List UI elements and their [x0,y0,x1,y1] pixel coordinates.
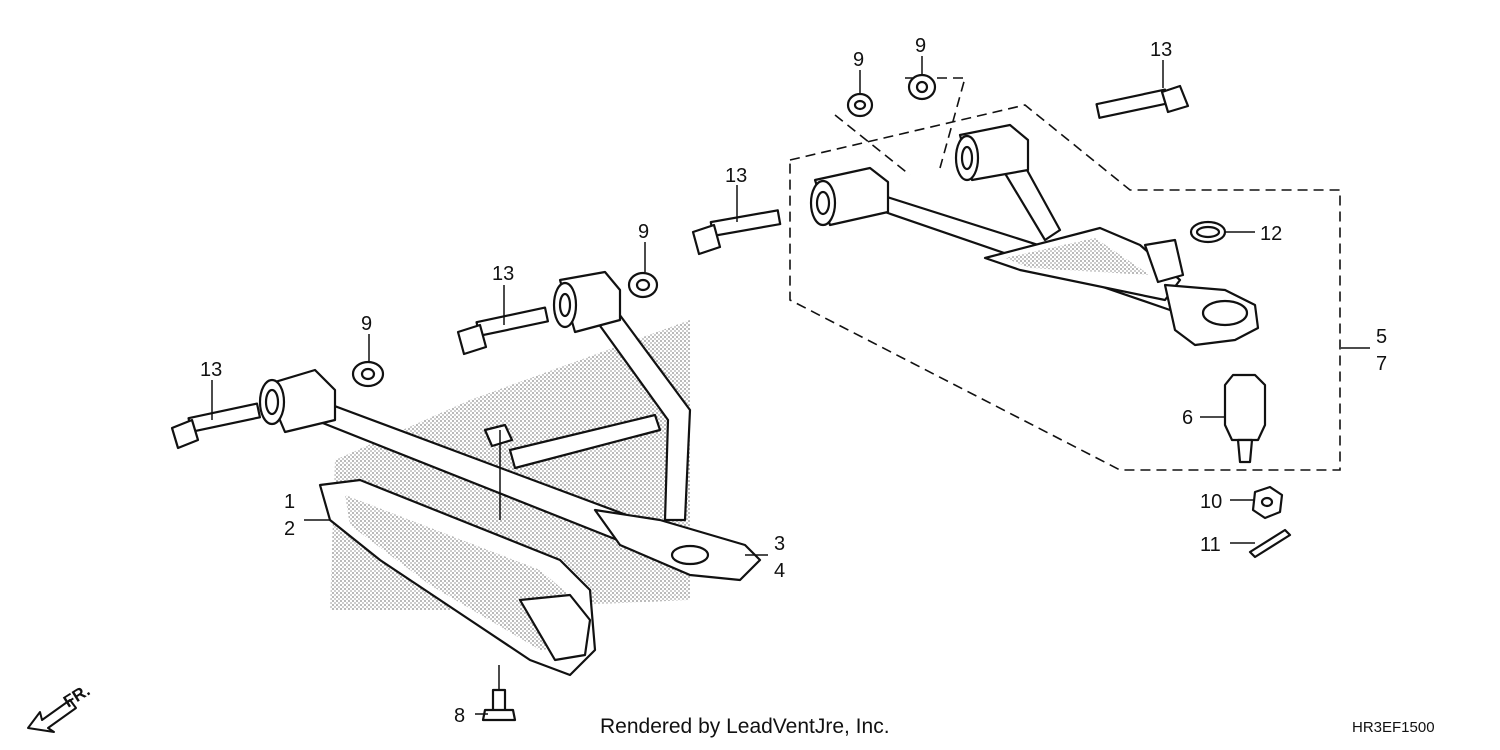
callout-9-right-rear: 9 [915,35,926,57]
callout-3: 3 [774,533,785,555]
callout-5: 5 [1376,326,1387,348]
bolt-13-right-rear [1095,84,1190,119]
callout-1: 1 [284,491,295,513]
callout-10: 10 [1200,491,1222,513]
nut-10 [1251,485,1284,520]
callout-13-right-front: 13 [725,165,747,187]
bolt-13-left-rear [456,306,550,356]
callout-7: 7 [1376,353,1387,375]
front-direction-indicator: FR. [27,681,93,733]
bolt-13-left-front [170,402,262,450]
callout-13-left-rear: 13 [492,263,514,285]
callout-2: 2 [284,518,295,540]
nut-9-left-front [351,360,385,388]
callout-13-left-front: 13 [200,359,222,381]
snap-ring-12 [1189,220,1227,244]
callouts: 13 9 13 9 13 9 9 13 1 2 3 4 12 5 7 6 10 … [200,35,1387,727]
right-arm-assembly [789,77,1341,471]
left-arm-assembly [258,270,762,677]
callout-13-right-rear: 13 [1150,39,1172,61]
ball-joint-6 [1223,373,1267,464]
callout-6: 6 [1182,407,1193,429]
cotter-pin-11 [1248,528,1292,559]
upper-arm-gusset [983,226,1182,302]
arm-front-bushing [258,368,337,434]
callout-8: 8 [454,705,465,727]
nut-9-right-front [846,92,874,118]
callout-11: 11 [1200,534,1221,556]
leader-lines [211,56,1370,715]
callout-12: 12 [1260,223,1282,245]
callout-9-left-rear: 9 [638,221,649,243]
callout-9-right-front: 9 [853,49,864,71]
diagram-code: HR3EF1500 [1352,719,1435,736]
screw-8 [481,688,517,722]
arm-rear-bushing [552,270,622,334]
front-arrow-icon [27,699,77,733]
callout-9-left-front: 9 [361,313,372,335]
nut-9-right-rear [907,73,937,101]
upper-arm-front-bushing [809,166,890,227]
credit-text: Rendered by LeadVentJre, Inc. [600,715,890,738]
nut-9-left-rear [627,271,659,299]
upper-arm-ball-joint-mount [1143,238,1260,347]
bolt-13-right-front [691,209,782,256]
arm-guard [318,478,597,677]
upper-arm-rear-bushing [954,123,1030,182]
weld-nut [483,423,514,448]
arm-ball-joint-mount [593,508,762,582]
callout-4: 4 [774,560,785,582]
